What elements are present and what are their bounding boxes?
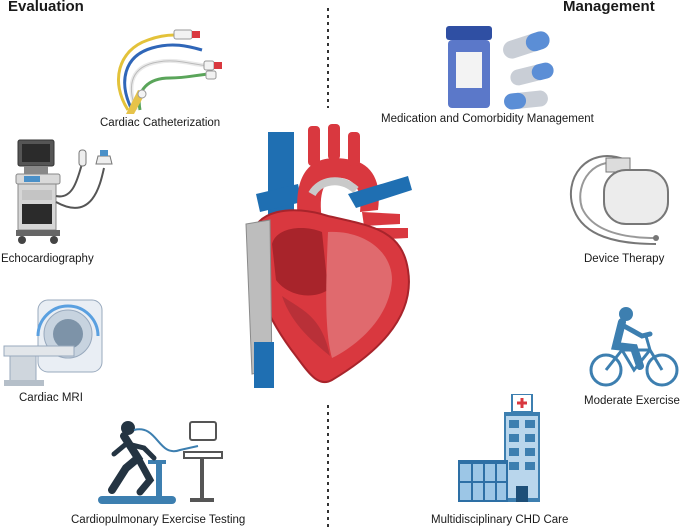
catheter-icon: [117, 29, 222, 114]
management-label-2: Moderate Exercise: [584, 395, 680, 407]
cyclist-icon: [589, 307, 679, 387]
management-heading: Management: [563, 0, 655, 15]
pill-bottle-icon: [446, 26, 554, 110]
mri-scanner-icon: [3, 299, 103, 386]
evaluation-label-2: Cardiac MRI: [19, 392, 83, 404]
divider-top: [327, 8, 329, 108]
ultrasound-machine-icon: [15, 139, 113, 244]
evaluation-heading: Evaluation: [8, 0, 84, 15]
management-label-0: Medication and Comorbidity Management: [381, 113, 594, 125]
evaluation-label-1: Echocardiography: [1, 253, 94, 265]
management-label-1: Device Therapy: [584, 253, 665, 265]
hospital-icon: [458, 394, 540, 502]
evaluation-label-3: Cardiopulmonary Exercise Testing: [71, 514, 246, 526]
evaluation-label-0: Cardiac Catheterization: [100, 117, 221, 129]
divider-bottom: [327, 405, 329, 530]
heart-anatomy-icon: [245, 124, 412, 388]
pacemaker-icon: [569, 155, 669, 245]
management-label-3: Multidisciplinary CHD Care: [431, 514, 569, 526]
treadmill-test-icon: [98, 421, 223, 504]
